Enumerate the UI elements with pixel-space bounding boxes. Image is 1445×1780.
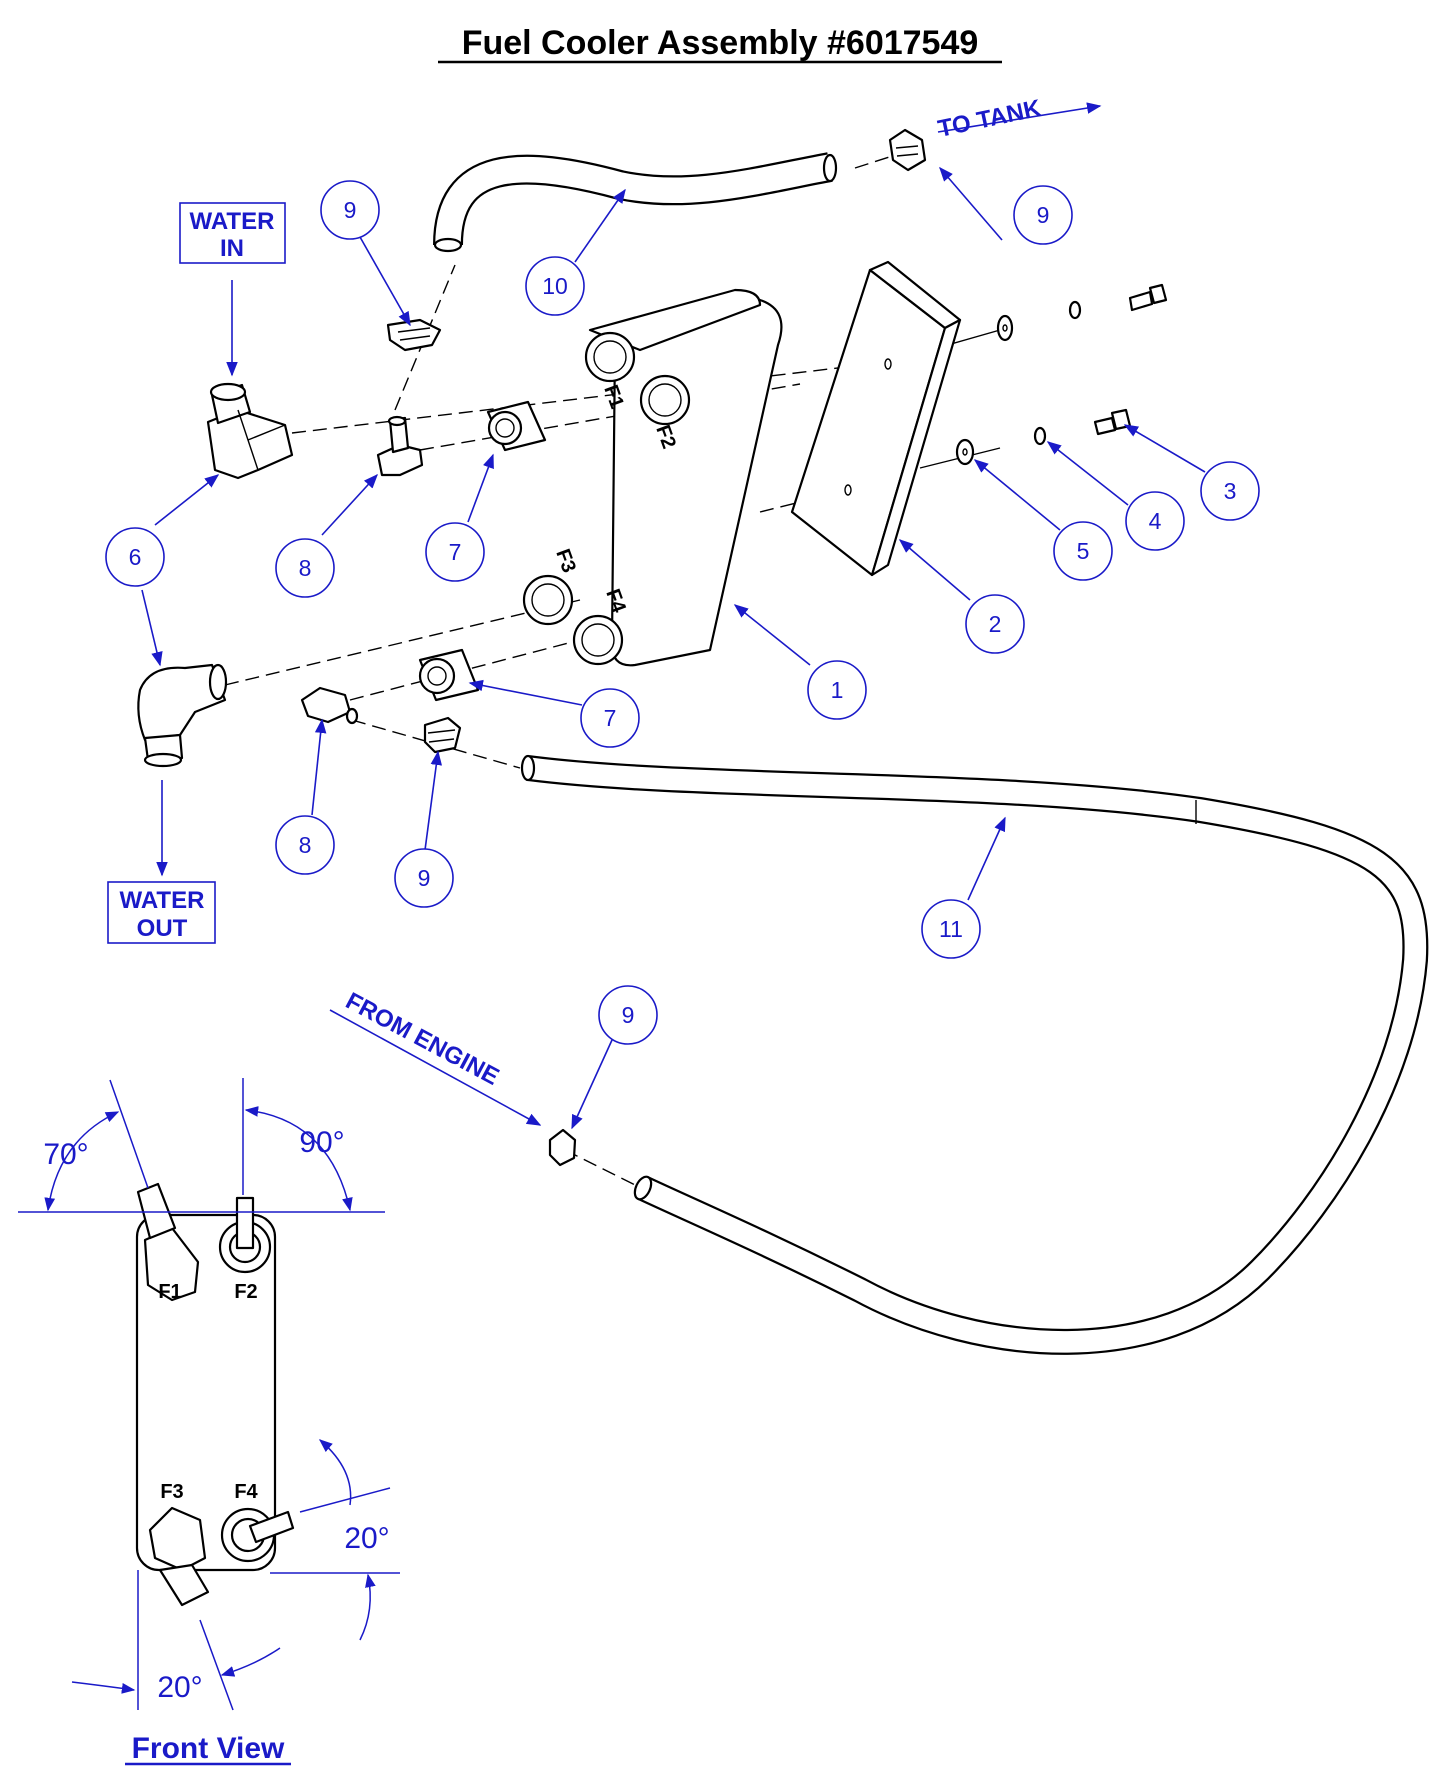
svg-text:5: 5 — [1077, 538, 1090, 564]
svg-text:9: 9 — [1037, 202, 1050, 228]
front-port-f4: F4 — [234, 1481, 258, 1503]
water-out-line1: WATER — [120, 887, 205, 914]
hardware-top-row — [996, 283, 1168, 342]
svg-text:1: 1 — [831, 677, 844, 703]
balloon-8-upper: 8 — [275, 538, 335, 598]
balloon-9-lower: 9 — [394, 848, 454, 908]
front-port-f1: F1 — [158, 1281, 181, 1303]
water-in-elbow-6 — [206, 382, 294, 480]
balloon-11: 11 — [921, 899, 981, 959]
svg-text:6: 6 — [129, 544, 142, 570]
from-engine-label: FROM ENGINE — [329, 987, 542, 1126]
clamp-9-lower — [423, 716, 462, 754]
balloon-6: 6 — [105, 527, 165, 587]
front-port-f3: F3 — [160, 1481, 183, 1503]
bushing-7-lower — [418, 648, 480, 702]
svg-text:9: 9 — [418, 865, 431, 891]
angle-70: 70° — [43, 1138, 88, 1171]
balloon-10: 10 — [525, 256, 585, 316]
barb-fitting-8-lower — [300, 686, 359, 725]
balloon-1: 1 — [807, 660, 867, 720]
clamp-9-engine — [548, 1128, 577, 1167]
water-in-line1: WATER — [190, 208, 275, 235]
svg-text:7: 7 — [604, 705, 617, 731]
front-view: F1 F2 F3 F4 — [135, 1182, 295, 1607]
balloon-2: 2 — [965, 594, 1025, 654]
angle-20-bottom: 20° — [157, 1671, 202, 1704]
diagram-title: Fuel Cooler Assembly #6017549 — [462, 24, 979, 62]
water-in-label: WATER IN — [179, 202, 286, 377]
clamp-9-top — [386, 318, 442, 352]
angle-90: 90° — [299, 1126, 344, 1159]
water-in-line2: IN — [220, 235, 244, 262]
svg-text:2: 2 — [989, 611, 1002, 637]
balloon-7-upper: 7 — [425, 522, 485, 582]
balloon-5: 5 — [1053, 521, 1113, 581]
front-view-dimensions: 70° 90° 20° 20° — [18, 1078, 400, 1711]
svg-text:7: 7 — [449, 539, 462, 565]
balloon-8-lower: 8 — [275, 815, 335, 875]
svg-text:9: 9 — [622, 1002, 635, 1028]
barb-fitting-8-upper — [376, 415, 424, 477]
balloon-9-top-left: 9 — [320, 180, 380, 240]
mounting-plate-2 — [790, 260, 962, 577]
to-tank-text: TO TANK — [936, 95, 1044, 143]
water-out-elbow-6 — [137, 663, 228, 768]
balloon-3: 3 — [1200, 461, 1260, 521]
bushing-7-upper — [486, 400, 547, 452]
port-label-f3: F3 — [551, 546, 580, 575]
water-out-line2: OUT — [137, 915, 188, 942]
svg-text:4: 4 — [1149, 508, 1162, 534]
svg-text:11: 11 — [939, 916, 963, 942]
svg-text:8: 8 — [299, 832, 312, 858]
svg-text:10: 10 — [542, 273, 568, 299]
balloon-9-tank: 9 — [1013, 185, 1073, 245]
water-out-label: WATER OUT — [107, 780, 216, 944]
hose-11 — [520, 754, 1429, 1355]
hose-10 — [433, 152, 838, 253]
angle-20-right: 20° — [344, 1522, 389, 1555]
balloon-9-engine: 9 — [598, 985, 658, 1045]
from-engine-text: FROM ENGINE — [341, 987, 503, 1090]
balloon-leaders — [141, 166, 1206, 1130]
front-port-f2: F2 — [234, 1281, 257, 1303]
balloon-4: 4 — [1125, 491, 1185, 551]
to-tank-label: TO TANK — [936, 95, 1102, 143]
heat-exchanger-1: F1 F2 F3 F4 — [522, 288, 783, 667]
svg-text:3: 3 — [1224, 478, 1237, 504]
hardware-bottom-row — [955, 408, 1132, 466]
clamp-9-tank — [888, 128, 927, 172]
front-view-title: Front View — [132, 1732, 285, 1765]
balloon-7-lower: 7 — [580, 688, 640, 748]
svg-text:8: 8 — [299, 555, 312, 581]
svg-text:9: 9 — [344, 197, 357, 223]
